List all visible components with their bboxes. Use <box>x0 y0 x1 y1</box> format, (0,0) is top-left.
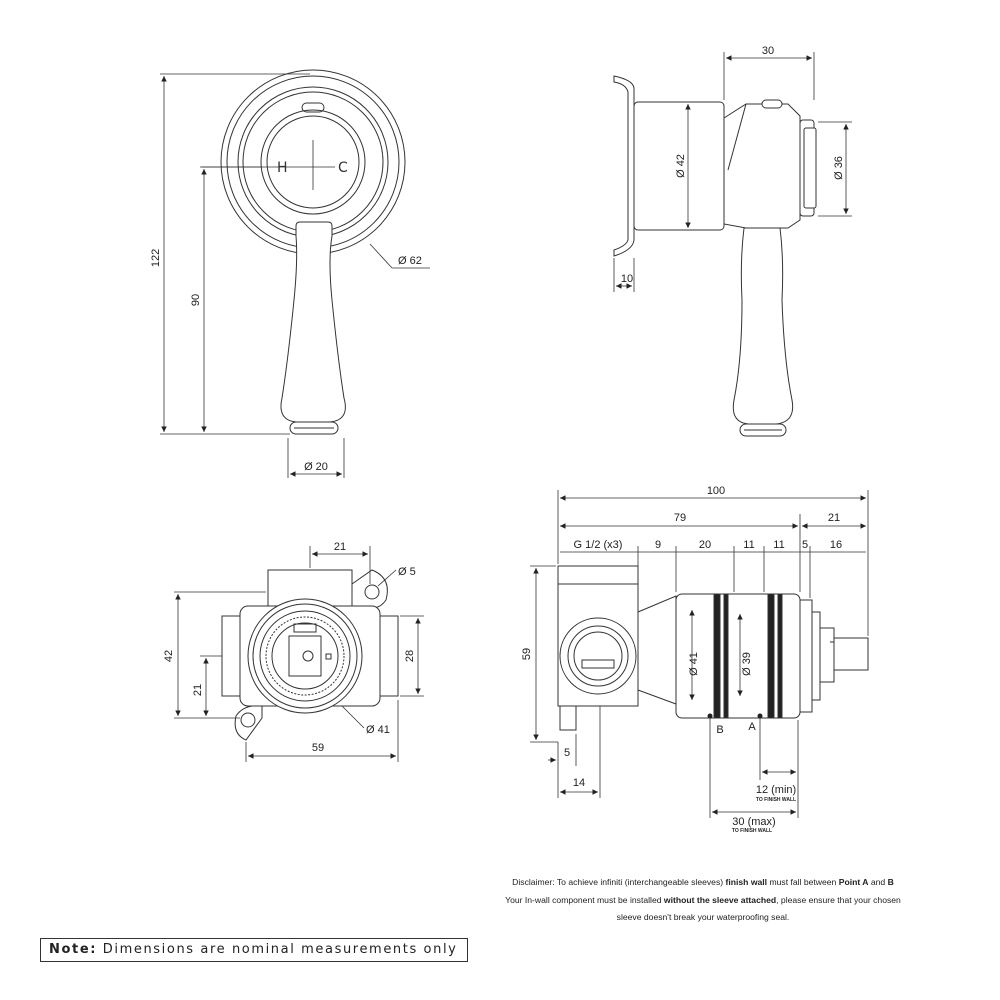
dim-total-length: 100 <box>707 485 725 497</box>
cold-label: C <box>338 160 348 176</box>
dim-port-height: 28 <box>404 650 416 662</box>
body-side-view <box>557 565 869 731</box>
dim-bottom-14: 14 <box>573 777 585 789</box>
body-side-dimension-lines <box>530 490 869 818</box>
dim-min: 12 (min) <box>756 784 796 796</box>
index-button <box>301 102 325 113</box>
dim-body-offset: 21 <box>192 684 204 696</box>
dim-plate-thickness: 10 <box>621 273 633 285</box>
note-text: Dimensions are nominal measurements only <box>102 942 458 957</box>
dim-hole: Ø 5 <box>398 566 416 578</box>
dim-min-note: TO FINISH WALL <box>756 797 796 803</box>
dim-lever-tip: Ø 20 <box>304 461 328 473</box>
disclaimer-emphasis: without the sleeve attached <box>663 894 777 905</box>
point-a-label: A <box>748 721 756 733</box>
dim-body-width: 59 <box>312 742 324 754</box>
dim-16: 16 <box>830 539 842 551</box>
dim-thread: G 1/2 (x3) <box>574 539 623 551</box>
dim-bottom-5: 5 <box>564 747 570 759</box>
dim-inner-diameter: Ø 39 <box>741 652 753 676</box>
dim-plate-diameter: Ø 62 <box>398 255 422 267</box>
disclaimer-text: Your In-wall component must be installed <box>505 894 662 905</box>
side-shroud <box>723 103 801 229</box>
disclaimer-line-2: Your In-wall component must be installed… <box>468 892 938 910</box>
disclaimer: Disclaimer: To achieve infiniti (interch… <box>468 874 938 927</box>
note-box: Note: Dimensions are nominal measurement… <box>40 938 468 962</box>
dim-side-height: 59 <box>521 648 533 660</box>
dim-9: 9 <box>655 539 661 551</box>
body-front-dimension-lines <box>174 546 424 762</box>
disclaimer-text: and <box>870 877 886 887</box>
dim-height-center: 90 <box>190 294 202 306</box>
side-wall-plate <box>613 75 635 257</box>
note-label: Note: <box>49 942 98 957</box>
disclaimer-text: Disclaimer: To achieve infiniti (interch… <box>512 877 724 887</box>
dim-body-height: 42 <box>163 650 175 662</box>
dim-body-length: 79 <box>674 512 686 524</box>
lever-handle <box>280 221 346 435</box>
front-dimension-lines <box>160 73 430 478</box>
hot-label: H <box>277 160 288 176</box>
dim-spindle-diameter: Ø 36 <box>833 156 845 180</box>
dim-outer-diameter: Ø 41 <box>688 652 700 676</box>
front-view <box>220 69 406 435</box>
dim-depth: 30 <box>762 45 774 57</box>
side-button <box>761 99 783 109</box>
side-neck <box>637 595 677 705</box>
dim-cartridge-diameter: Ø 41 <box>366 724 390 736</box>
dim-spindle-length: 21 <box>828 512 840 524</box>
side-dimension-lines <box>613 52 852 292</box>
dim-height-total: 122 <box>150 249 162 267</box>
dim-5: 5 <box>802 539 808 551</box>
point-a-marker <box>757 713 763 719</box>
dim-lug-spacing: 21 <box>334 541 346 553</box>
dim-max: 30 (max) <box>732 816 775 828</box>
disclaimer-line-3: sleeve doesn't break your waterproofing … <box>468 909 938 927</box>
side-port <box>559 705 577 731</box>
point-b-marker <box>707 713 713 719</box>
disclaimer-text: sleeve doesn't break your waterproofing … <box>616 912 790 922</box>
body-front-view <box>221 569 399 741</box>
disclaimer-line-1: Disclaimer: To achieve infiniti (interch… <box>468 874 938 892</box>
side-inlet-outer <box>559 617 637 695</box>
dim-max-note: TO FINISH WALL <box>732 828 772 834</box>
disclaimer-text: must fall between <box>769 877 837 887</box>
dim-11b: 11 <box>773 539 784 551</box>
disclaimer-emphasis: B <box>887 877 894 887</box>
side-lever <box>732 227 794 425</box>
disclaimer-text: , please ensure that your chosen <box>776 894 901 905</box>
side-view <box>613 75 817 437</box>
side-nut <box>799 599 813 713</box>
spindle-square <box>288 635 322 677</box>
side-spindle-shaft <box>819 627 835 683</box>
disclaimer-emphasis: finish wall <box>725 877 768 887</box>
point-b-label: B <box>716 724 723 736</box>
dim-20: 20 <box>699 539 711 551</box>
disclaimer-emphasis: Point A <box>838 877 869 887</box>
dim-body-diameter: Ø 42 <box>675 154 687 178</box>
dim-11a: 11 <box>743 539 754 551</box>
